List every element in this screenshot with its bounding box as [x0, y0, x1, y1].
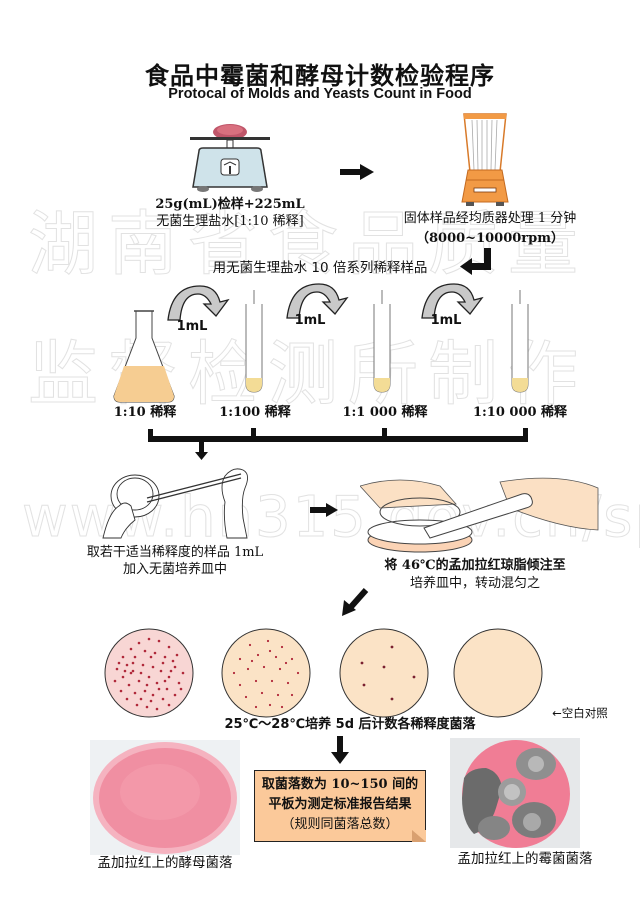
dilution-label-1: 1:10 稀释 — [113, 405, 177, 420]
mold-colony-photo — [450, 738, 580, 848]
page-title: 食品中霉菌和酵母计数检验程序 — [145, 62, 495, 90]
yeast-colony-photo — [90, 740, 240, 855]
transfer-arrow-icon — [421, 283, 484, 319]
weigh-label-line2: 无菌生理盐水[1:10 稀释] — [156, 214, 304, 229]
transfer-arrow-icon — [286, 283, 349, 319]
transfer-volume-1: 1mL — [176, 319, 208, 334]
test-tube-icon — [245, 290, 263, 393]
pouring-agar-illustration — [360, 477, 599, 553]
dilution-label-4: 1:10 000 稀释 — [472, 405, 568, 420]
result-line3: （规则同菌落总数） — [281, 817, 399, 832]
result-line1: 取菌落数为 10~150 间的 — [261, 777, 419, 792]
flask-icon — [113, 310, 175, 403]
mold-caption: 孟加拉红上的霉菌菌落 — [457, 851, 593, 867]
plate-sparse-colonies — [339, 628, 429, 718]
arrow-down-left-icon — [342, 588, 369, 616]
dilution-label-2: 1:100 稀释 — [219, 405, 291, 420]
incubate-label: 25℃～28℃培养 5d 后计数各稀释度菌落 — [224, 717, 476, 732]
arrow-down-icon — [331, 736, 349, 764]
arrow-right-icon — [340, 164, 374, 180]
result-line2: 平板为测定标准报告结果 — [268, 797, 412, 812]
blank-control-label: ←空白对照 — [552, 706, 608, 720]
plate-moderate-colonies — [221, 628, 311, 718]
bracket-connector — [148, 428, 528, 460]
homogenize-label-line2: （8000~10000rpm） — [416, 231, 564, 246]
pour-label-line2: 培养皿中，转动混匀之 — [409, 576, 540, 591]
transfer-arrow-icon — [167, 285, 230, 321]
test-tube-icon — [373, 290, 391, 393]
blender-icon — [461, 113, 509, 206]
serial-dilution-label: 用无菌生理盐水 10 倍系列稀释样品 — [212, 260, 428, 276]
pipetting-illustration — [102, 468, 248, 539]
plate-blank-control — [453, 628, 543, 718]
transfer-volume-2: 1mL — [294, 313, 326, 328]
page-subtitle: Protocal of Molds and Yeasts Count in Fo… — [168, 86, 472, 102]
pour-label-line1: 将 46℃的孟加拉红琼脂倾注至 — [384, 558, 566, 573]
test-tube-icon — [511, 290, 529, 393]
yeast-caption: 孟加拉红上的酵母菌落 — [97, 855, 233, 871]
weigh-label-line1: 25g(mL)检样+225mL — [155, 197, 305, 212]
transfer-volume-3: 1mL — [430, 313, 462, 328]
scale-icon — [190, 124, 270, 192]
result-note: 取菌落数为 10~150 间的 平板为测定标准报告结果 （规则同菌落总数） — [254, 770, 426, 842]
homogenize-label-line1: 固体样品经均质器处理 1 分钟 — [403, 211, 577, 226]
dilution-label-3: 1:1 000 稀释 — [342, 405, 428, 420]
inoculate-label-line1: 取若干适当稀释度的样品 1mL — [86, 545, 264, 560]
inoculate-label-line2: 加入无菌培养皿中 — [122, 562, 227, 577]
arrow-elbow-icon — [460, 248, 491, 275]
arrow-right-icon — [310, 503, 338, 517]
plate-dense-colonies — [104, 628, 194, 718]
note-fold-corner — [412, 830, 426, 842]
